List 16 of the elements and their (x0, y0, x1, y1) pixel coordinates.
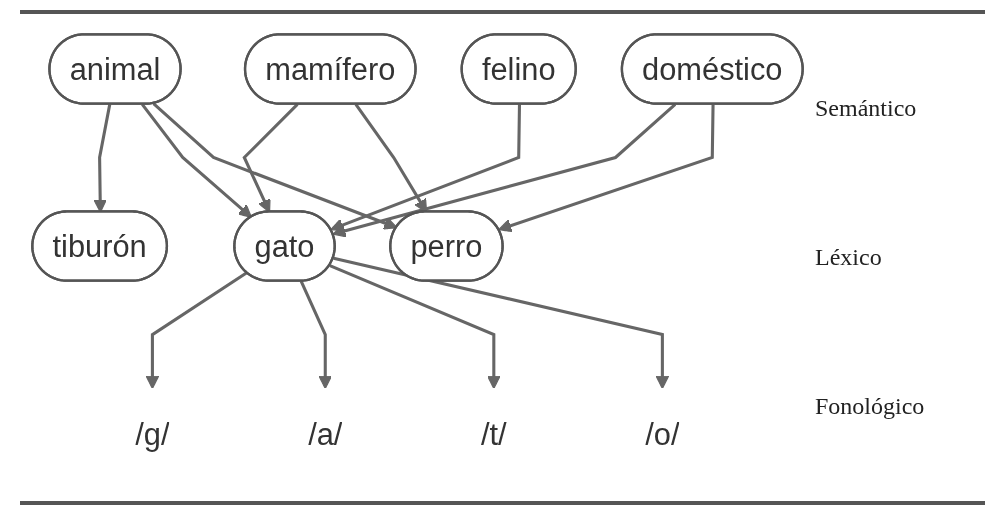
node-text: /o/ (645, 417, 680, 452)
arrow (329, 264, 501, 389)
level-label: Léxico (815, 244, 883, 271)
arrow (141, 103, 253, 218)
node-text: /a/ (308, 417, 343, 452)
node-text: /g/ (135, 417, 170, 452)
level-label: Fonológico (815, 393, 926, 420)
arrow (332, 103, 677, 238)
arrow (330, 104, 521, 232)
arrow (145, 271, 248, 389)
arrow (333, 256, 670, 389)
arrow (299, 280, 333, 389)
arrow (498, 104, 715, 233)
node-text: /t/ (480, 417, 507, 452)
level-label: Semántico (815, 95, 918, 122)
arrow (152, 102, 398, 230)
